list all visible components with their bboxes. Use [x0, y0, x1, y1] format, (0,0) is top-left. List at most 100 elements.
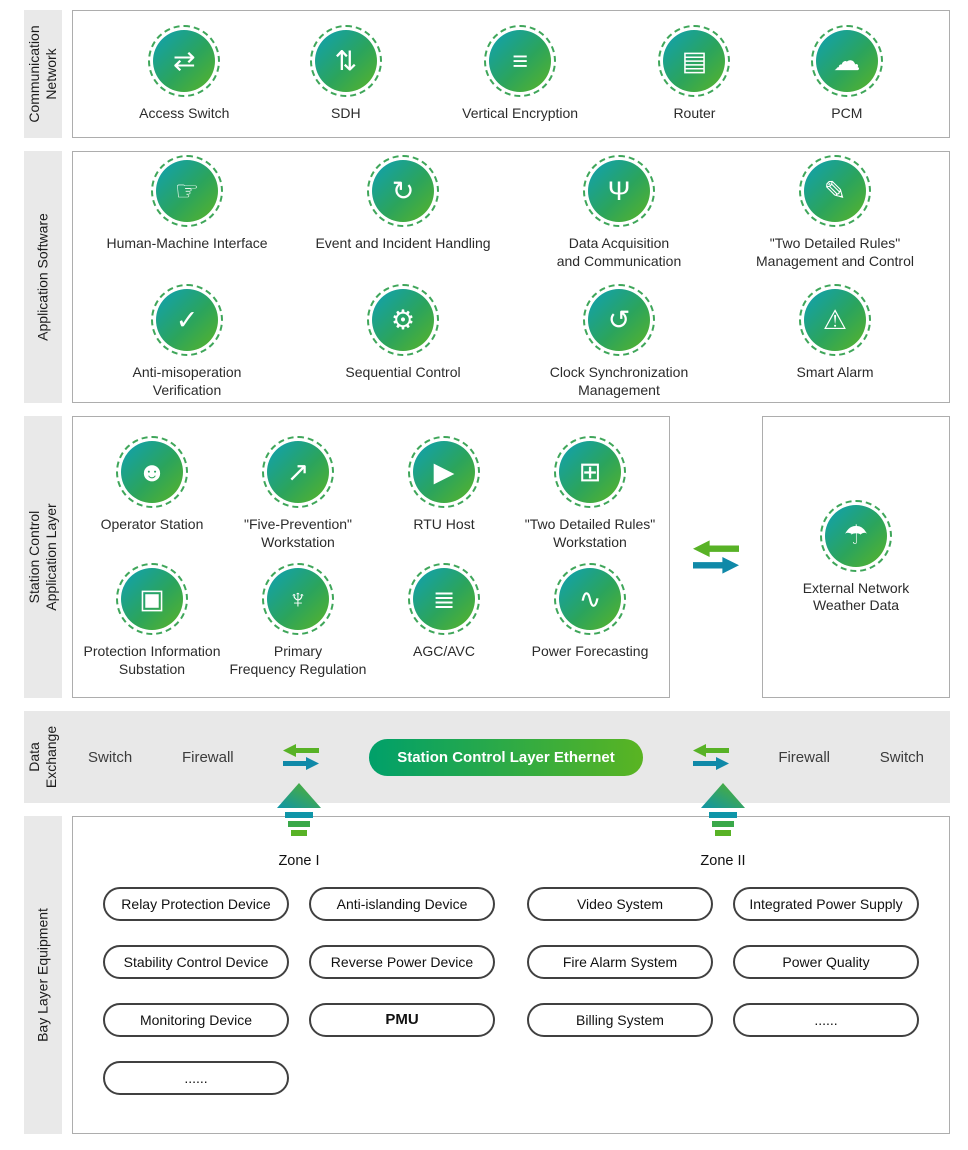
icon-circle: ≣: [413, 568, 475, 630]
access-switch-icon: ⇄: [148, 25, 221, 98]
anti-misoperation-verification-icon: ✓: [151, 284, 223, 356]
sequential-control: ⚙ Sequential Control: [295, 284, 511, 399]
bay-layer-sidebar: Bay Layer Equipment: [24, 816, 62, 1134]
smart-alarm: ⚠Smart Alarm: [727, 284, 943, 399]
human-machine-interface-icon: ☞: [151, 155, 223, 227]
zone-label: Zone I: [278, 853, 320, 869]
icon-glyph: ≣: [432, 583, 456, 614]
access-switch: ⇄ Access Switch: [139, 25, 229, 123]
device-pill: Anti-islanding Device: [309, 887, 495, 921]
router: ▤ Router: [658, 25, 731, 123]
protection-information-substation: ▣ Protection Information Substation: [79, 563, 225, 678]
icon-glyph: ✓: [175, 304, 199, 335]
device-pill: Fire Alarm System: [527, 945, 713, 979]
sdh-icon: ⇅: [309, 25, 382, 98]
icon-label: Operator Station: [100, 516, 204, 532]
device-pill: Reverse Power Device: [309, 945, 495, 979]
icon-label: Clock Synchronization Management: [549, 364, 689, 398]
icon-circle: ♆: [267, 568, 329, 630]
icon-circle: ⚠: [804, 289, 866, 351]
data-exchange-sidebar: Data Exchange: [24, 711, 62, 803]
icon-glyph: ↺: [607, 304, 631, 335]
icon-circle: ⊞: [559, 441, 621, 503]
application-software-band: Application Software ☞ Human-Machine Inte…: [24, 151, 950, 403]
icon-circle: ☂: [825, 504, 887, 567]
two-detailed-rules-workstation: ⊞ "Two Detailed Rules" Workstation: [517, 436, 663, 551]
icon-label: "Two Detailed Rules" Workstation: [524, 516, 656, 550]
external-network-weather-data-icon: ☂: [820, 499, 892, 572]
application-software-sidebar: Application Software: [24, 151, 62, 403]
device-pill: ......: [103, 1061, 289, 1095]
vertical-encryption: ≡Vertical Encryption: [462, 25, 578, 123]
icon-circle: ▶: [413, 441, 475, 503]
icon-label: Event and Incident Handling: [315, 235, 491, 251]
communication-network-sidebar: Communication Network: [24, 10, 62, 138]
icon-label: RTU Host: [413, 516, 475, 532]
station-control-content: ☻Operator Station↗"Five-Prevention" Work…: [72, 416, 950, 698]
icon-label: Protection Information Substation: [83, 643, 221, 677]
icon-glyph: ⇄: [172, 45, 196, 76]
icon-glyph: ✎: [823, 175, 847, 206]
clock-synchronization-management: ↺ Clock Synchronization Management: [511, 284, 727, 399]
icon-circle: ↺: [588, 289, 650, 351]
data-exchange-content: Switch Firewall Station Control Layer Et…: [62, 711, 950, 803]
icon-glyph: ↻: [391, 175, 415, 206]
icon-label: Sequential Control: [345, 364, 461, 380]
exchange-icon: [693, 540, 739, 574]
icon-circle: ▣: [121, 568, 183, 630]
router-icon: ▤: [658, 25, 731, 98]
station-exchange-area: [670, 416, 762, 698]
icon-circle: ∿: [559, 568, 621, 630]
band-title: Application Software: [34, 213, 51, 341]
icon-label: Data Acquisition and Communication: [556, 235, 682, 269]
data-acquisition-communication: Ψ Data Acquisition and Communication: [511, 155, 727, 270]
icon-circle: ↗: [267, 441, 329, 503]
icon-circle: ⇅: [314, 30, 377, 93]
zone-up-arrow-icon: [277, 783, 321, 836]
agc-avc-icon: ≣: [408, 563, 480, 635]
zone-label: Zone II: [700, 853, 746, 869]
icon-label: "Two Detailed Rules" Management and Cont…: [756, 235, 914, 269]
agc-avc: ≣AGC/AVC: [371, 563, 517, 678]
icon-glyph: Ψ: [607, 175, 631, 206]
communication-network-band: Communication Network ⇄ Access Switch ⇅SDH…: [24, 10, 950, 138]
communication-network-box: ⇄ Access Switch ⇅SDH ≡Vertical Encryption ▤ R…: [72, 10, 950, 138]
device-pill: Stability Control Device: [103, 945, 289, 979]
icon-circle: ⇄: [153, 30, 216, 93]
device-grid: Relay Protection Device Anti-islanding De…: [103, 887, 495, 1095]
anti-misoperation-verification: ✓ Anti-misoperation Verification: [79, 284, 295, 399]
two-detailed-rules-management-icon: ✎: [799, 155, 871, 227]
data-acquisition-communication-icon: Ψ: [583, 155, 655, 227]
band-title: Communication Network: [26, 25, 59, 123]
band-title: Station Control Application Layer: [26, 503, 59, 611]
icon-label: Router: [673, 105, 716, 122]
icon-glyph: ⇅: [334, 45, 358, 76]
icon-label: Human-Machine Interface: [106, 235, 268, 251]
power-forecasting: ∿Power Forecasting: [517, 563, 663, 678]
sequential-control-icon: ⚙: [367, 284, 439, 356]
device-pill: ......: [733, 1003, 919, 1037]
icon-circle: ≡: [489, 30, 552, 93]
icon-circle: ☁: [815, 30, 878, 93]
sdh: ⇅SDH: [309, 25, 382, 123]
icon-circle: ✓: [156, 289, 218, 351]
firewall-left-label: Firewall: [181, 748, 234, 766]
icon-label: Primary Frequency Regulation: [229, 643, 367, 677]
protection-information-substation-icon: ▣: [116, 563, 188, 635]
icon-glyph: ⚙: [390, 304, 416, 335]
icon-glyph: ∿: [578, 583, 602, 614]
icon-label: External Network Weather Data: [802, 579, 910, 614]
data-exchange-band: Data Exchange Switch Firewall Station Co…: [24, 711, 950, 803]
device-pill: Relay Protection Device: [103, 887, 289, 921]
icon-glyph: ▤: [681, 45, 708, 76]
rtu-host-icon: ▶: [408, 436, 480, 508]
human-machine-interface: ☞ Human-Machine Interface: [79, 155, 295, 270]
device-pill: Monitoring Device: [103, 1003, 289, 1037]
pcm-icon: ☁: [810, 25, 883, 98]
icon-label: Anti-misoperation Verification: [132, 364, 242, 398]
icon-label: Access Switch: [139, 105, 230, 122]
icon-glyph: ▣: [139, 583, 165, 614]
station-control-box: ☻Operator Station↗"Five-Prevention" Work…: [72, 416, 670, 698]
icon-circle: ▤: [663, 30, 726, 93]
